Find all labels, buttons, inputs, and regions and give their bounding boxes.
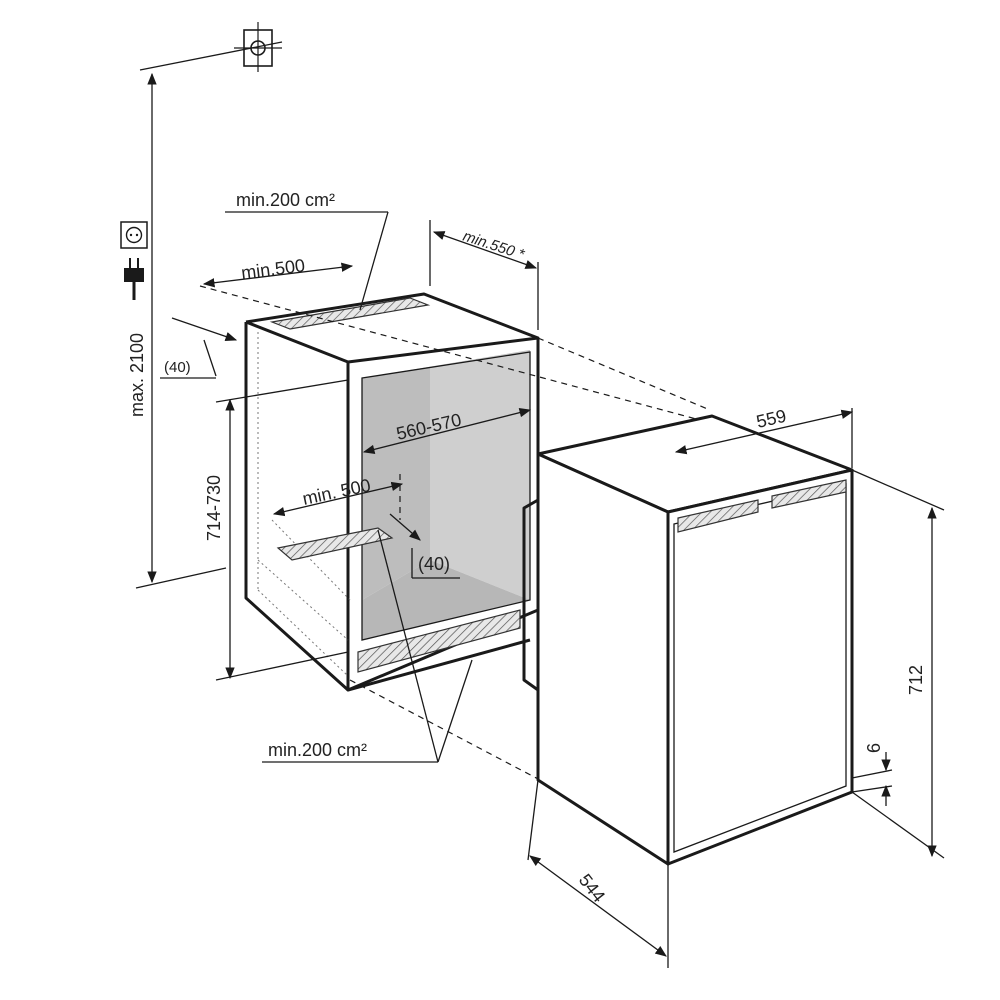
top-vent-grille xyxy=(269,297,431,330)
top-vent-offset-label: (40) xyxy=(164,359,191,376)
top-vent-length-dimension xyxy=(202,262,354,288)
niche-width-dimension xyxy=(362,408,532,454)
rear-bottom-vent xyxy=(276,527,394,561)
bottom-vent-offset-label: (40) xyxy=(418,554,450,574)
bottom-vent-grille xyxy=(357,609,521,673)
refrigerator-appliance xyxy=(522,414,854,866)
depth-min-label: min.550 * xyxy=(461,228,528,264)
top-vent-length-label: min.500 xyxy=(240,255,306,283)
appliance-depth-dimension: 544 xyxy=(527,779,669,968)
appliance-height-dimension: 712 xyxy=(851,469,945,859)
max-height-label: max. 2100 xyxy=(127,333,147,417)
power-plug-icon xyxy=(124,258,144,300)
niche-height-dimension: 714-730 xyxy=(204,379,349,681)
electric-socket-icon xyxy=(120,221,148,249)
niche-height-label: 714-730 xyxy=(204,475,224,541)
door-top-grille-left xyxy=(677,499,759,533)
appliance-width-dimension: 559 xyxy=(674,406,854,468)
appliance-depth-label: 544 xyxy=(575,870,609,906)
door-gap-dimension: 6 xyxy=(851,743,893,806)
appliance-height-label: 712 xyxy=(906,665,926,695)
bottom-vent-area-label: min.200 cm² xyxy=(268,740,367,760)
ceiling-line xyxy=(139,41,283,71)
bottom-vent-length-dimension xyxy=(272,481,404,517)
depth-min-dimension xyxy=(432,231,538,269)
door-gap-label: 6 xyxy=(864,743,884,753)
door-top-grille-right xyxy=(771,479,847,509)
cabinet-niche xyxy=(244,292,540,692)
top-vent-area-label: min.200 cm² xyxy=(236,190,335,210)
max-height-dimension: max. 2100 xyxy=(127,72,227,589)
